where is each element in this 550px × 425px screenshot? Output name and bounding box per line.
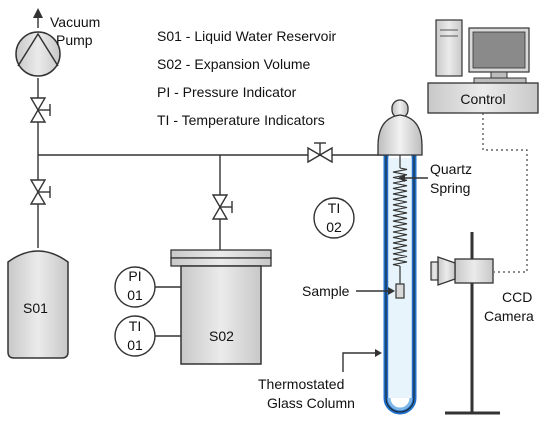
valve-2-icon [29,179,51,205]
control-label: Control [460,91,505,107]
pi-01-indicator [114,266,156,308]
s02-label: S02 [209,328,234,344]
pi-01-label-top: PI [128,268,141,284]
ti-01-label-top: TI [129,318,141,334]
sample-label: Sample [302,283,350,299]
ti-02-label-top: TI [328,200,340,216]
ti-02-label-bottom: 02 [326,219,342,235]
pi-01-label-bottom: 01 [127,287,143,303]
ccd-label-line2: Camera [484,308,534,324]
legend-item-ti: TI - Temperature Indicators [157,112,325,128]
thermostated-label-line2: Glass Column [267,395,355,411]
sample-pointer-arrow [388,287,395,295]
thermostated-pointer-arrow [375,349,382,357]
ti-01-label-bottom: 01 [127,337,143,353]
sample-holder [395,283,405,299]
legend: S01 - Liquid Water Reservoir S02 - Expan… [157,28,337,128]
pump-exhaust-arrowhead [33,8,43,18]
column-top-bulb [377,99,423,156]
valve-4-icon [307,142,333,164]
s01-label: S01 [23,300,48,316]
legend-item-s01: S01 - Liquid Water Reservoir [157,28,337,44]
ccd-label-line1: CCD [502,289,532,305]
quartz-pointer-arrow [398,174,405,182]
spring-coil [392,167,408,267]
vacuum-pump-icon [15,31,61,77]
thermostated-label-line1: Thermostated [258,376,344,392]
legend-item-s02: S02 - Expansion Volume [157,56,311,72]
quartz-spring [392,155,408,284]
control-unit [427,82,539,114]
vacuum-pump-label-line2: Pump [56,32,93,48]
ti-01-indicator [114,315,156,357]
vacuum-pump-label-line1: Vacuum [50,14,100,30]
valve-1-icon [29,97,51,123]
valve-3-icon [211,194,233,220]
desktop-computer-icon [435,19,530,84]
s02-expansion-volume [170,249,272,365]
ti-02-indicator [313,197,355,239]
ccd-camera-icon [430,256,494,286]
quartz-label-line1: Quartz [430,161,472,177]
quartz-label-line2: Spring [430,180,470,196]
signal-cable [482,113,528,273]
s01-reservoir [7,250,69,359]
thermostated-pointer-line [342,352,375,372]
legend-item-pi: PI - Pressure Indicator [157,84,297,100]
